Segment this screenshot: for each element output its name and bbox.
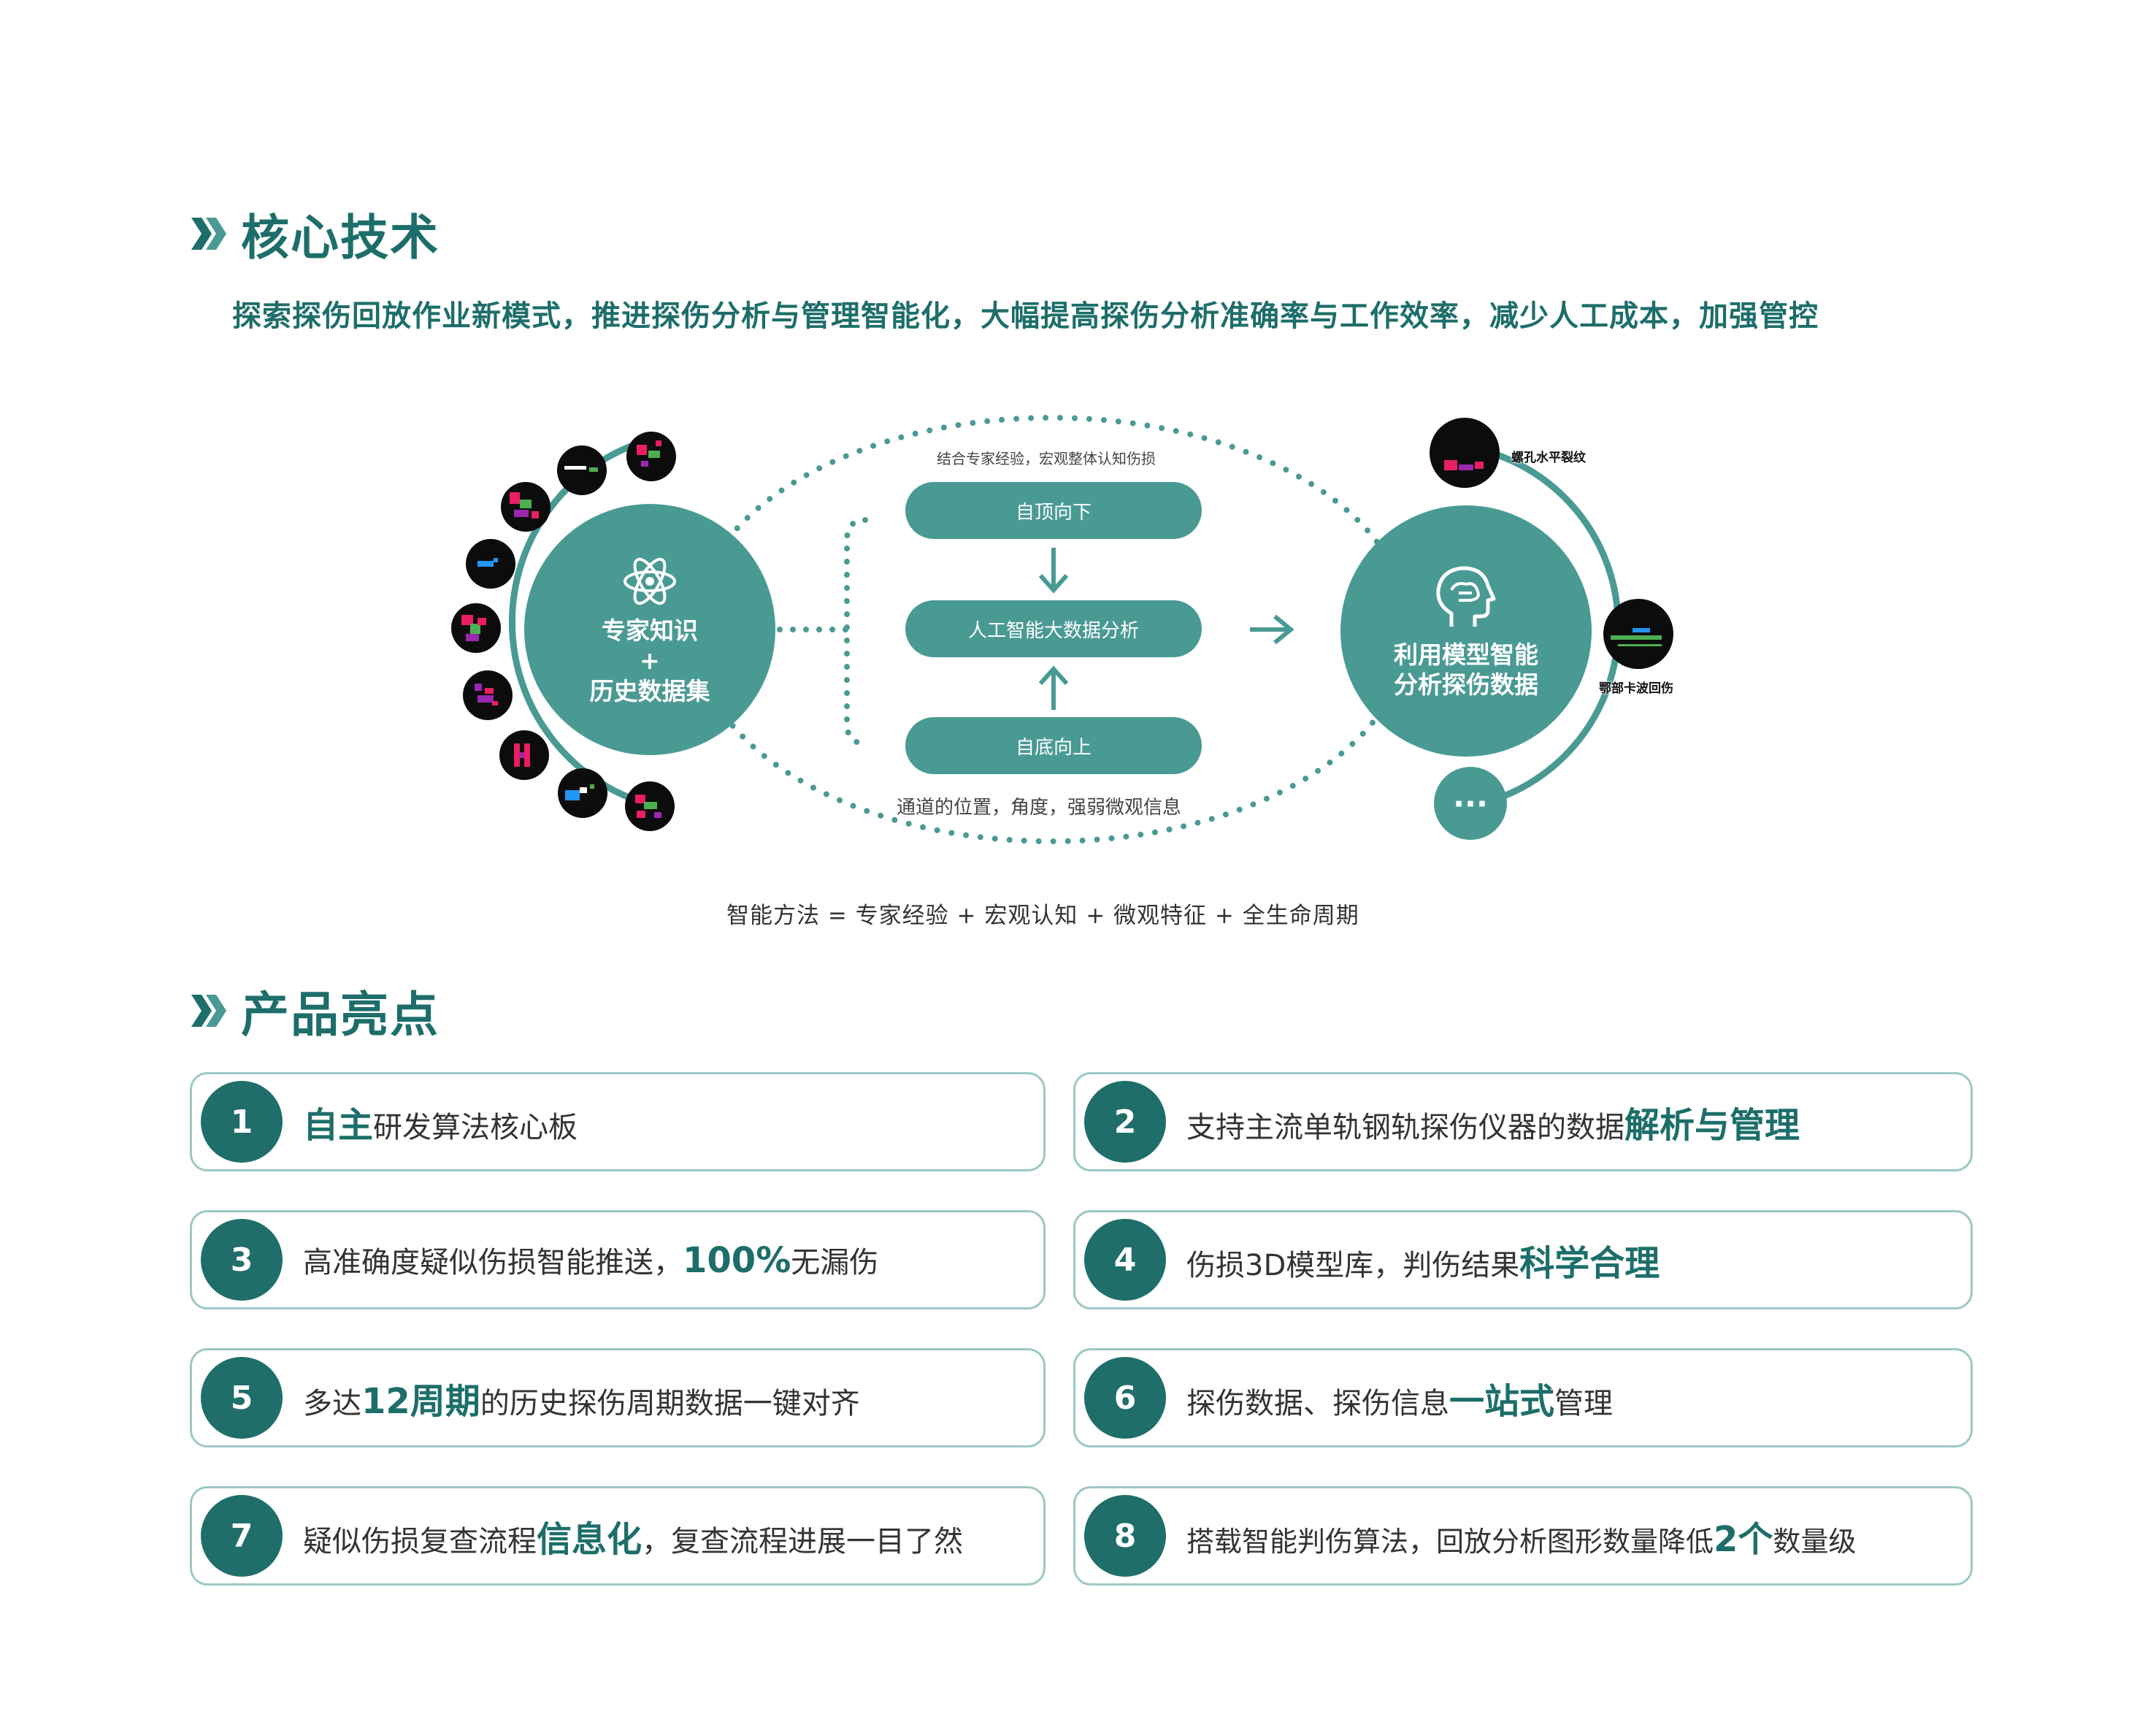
card-number: 1 xyxy=(201,1081,283,1163)
card-text: 探伤数据、探伤信息一站式管理 xyxy=(1186,1381,1614,1422)
top-note: 结合专家经验，宏观整体认知伤损 xyxy=(937,450,1156,467)
circle-line1: 利用模型智能 xyxy=(1394,640,1538,669)
damage-thumbnail xyxy=(1430,418,1500,488)
pill-top-down: 自顶向下 xyxy=(905,482,1202,539)
damage-thumbnail xyxy=(499,730,549,780)
circle-line2: 历史数据集 xyxy=(589,676,710,705)
card-text: 搭载智能判伤算法，回放分析图形数量降低2个数量级 xyxy=(1186,1519,1857,1560)
highlight-card: 7 疑似伤损复查流程信息化，复查流程进展一目了然 xyxy=(190,1486,1046,1586)
highlight-card: 4 伤损3D模型库，判伤结果科学合理 xyxy=(1073,1210,1973,1309)
damage-thumbnail xyxy=(451,603,501,653)
pill-bottom-up: 自底向上 xyxy=(905,717,1202,774)
bottom-note: 通道的位置，角度，强弱微观信息 xyxy=(897,797,1182,819)
card-number: 4 xyxy=(1084,1219,1166,1301)
pill-ai-analysis: 人工智能大数据分析 xyxy=(905,600,1202,657)
card-text: 多达12周期的历史探伤周期数据一键对齐 xyxy=(303,1381,860,1422)
damage-thumbnail xyxy=(625,781,675,831)
section-title-text: 核心技术 xyxy=(241,210,440,266)
card-number: 5 xyxy=(201,1357,283,1439)
highlight-card: 5 多达12周期的历史探伤周期数据一键对齐 xyxy=(190,1348,1046,1447)
section-title-highlights: 产品亮点 xyxy=(188,976,440,1046)
card-text: 疑似伤损复查流程信息化，复查流程进展一目了然 xyxy=(303,1519,964,1560)
brain-head-icon xyxy=(1436,566,1496,627)
card-text: 自主研发算法核心板 xyxy=(303,1105,578,1146)
card-number: 7 xyxy=(201,1495,283,1577)
card-text: 高准确度疑似伤损智能推送，100%无漏伤 xyxy=(303,1240,879,1281)
expert-knowledge-circle: 专家知识 + 历史数据集 xyxy=(524,504,775,755)
double-chevron-icon xyxy=(191,995,226,1027)
damage-thumbnail xyxy=(501,482,550,532)
section-title-core-tech: 核心技术 xyxy=(188,199,440,269)
tag-jaw-damage: 鄂部卡波回伤 xyxy=(1599,681,1673,696)
more-button[interactable]: ··· xyxy=(1434,767,1507,840)
model-analysis-circle: 利用模型智能 分析探伤数据 xyxy=(1340,505,1592,757)
card-number: 2 xyxy=(1084,1081,1166,1163)
damage-thumbnail xyxy=(466,539,515,589)
tag-bolt-hole-crack: 螺孔水平裂纹 xyxy=(1511,451,1586,465)
circle-line1: 专家知识 xyxy=(602,616,698,646)
damage-thumbnail xyxy=(1603,599,1673,669)
circle-line2: 分析探伤数据 xyxy=(1394,670,1538,699)
card-text: 支持主流单轨钢轨探伤仪器的数据解析与管理 xyxy=(1186,1105,1800,1146)
damage-thumbnail xyxy=(558,768,607,818)
highlight-card: 8 搭载智能判伤算法，回放分析图形数量降低2个数量级 xyxy=(1073,1486,1973,1586)
highlight-card: 3 高准确度疑似伤损智能推送，100%无漏伤 xyxy=(190,1210,1046,1309)
damage-thumbnail xyxy=(626,432,676,481)
card-text: 伤损3D模型库，判伤结果科学合理 xyxy=(1186,1243,1660,1284)
damage-thumbnail xyxy=(463,670,513,720)
double-chevron-icon xyxy=(191,218,226,250)
atom-icon xyxy=(624,557,676,605)
card-number: 8 xyxy=(1084,1495,1166,1577)
card-number: 6 xyxy=(1084,1357,1166,1439)
highlight-card: 2 支持主流单轨钢轨探伤仪器的数据解析与管理 xyxy=(1073,1072,1973,1171)
section-title-text: 产品亮点 xyxy=(241,987,440,1043)
highlight-card: 6 探伤数据、探伤信息一站式管理 xyxy=(1073,1348,1973,1447)
core-tech-subtitle: 探索探伤回放作业新模式，推进探伤分析与管理智能化，大幅提高探伤分析准确率与工作效… xyxy=(232,299,1819,333)
card-number: 3 xyxy=(201,1219,283,1301)
tech-diagram: 专家知识 + 历史数据集 结合专家经验，宏观整体认知伤损 自顶向下 人工智能大数… xyxy=(451,415,1673,844)
damage-thumbnail xyxy=(557,445,607,495)
circle-plus: + xyxy=(640,646,660,676)
highlight-card: 1 自主研发算法核心板 xyxy=(190,1072,1046,1171)
formula-text: 智能方法 = 专家经验 + 宏观认知 + 微观特征 + 全生命周期 xyxy=(726,903,1359,929)
